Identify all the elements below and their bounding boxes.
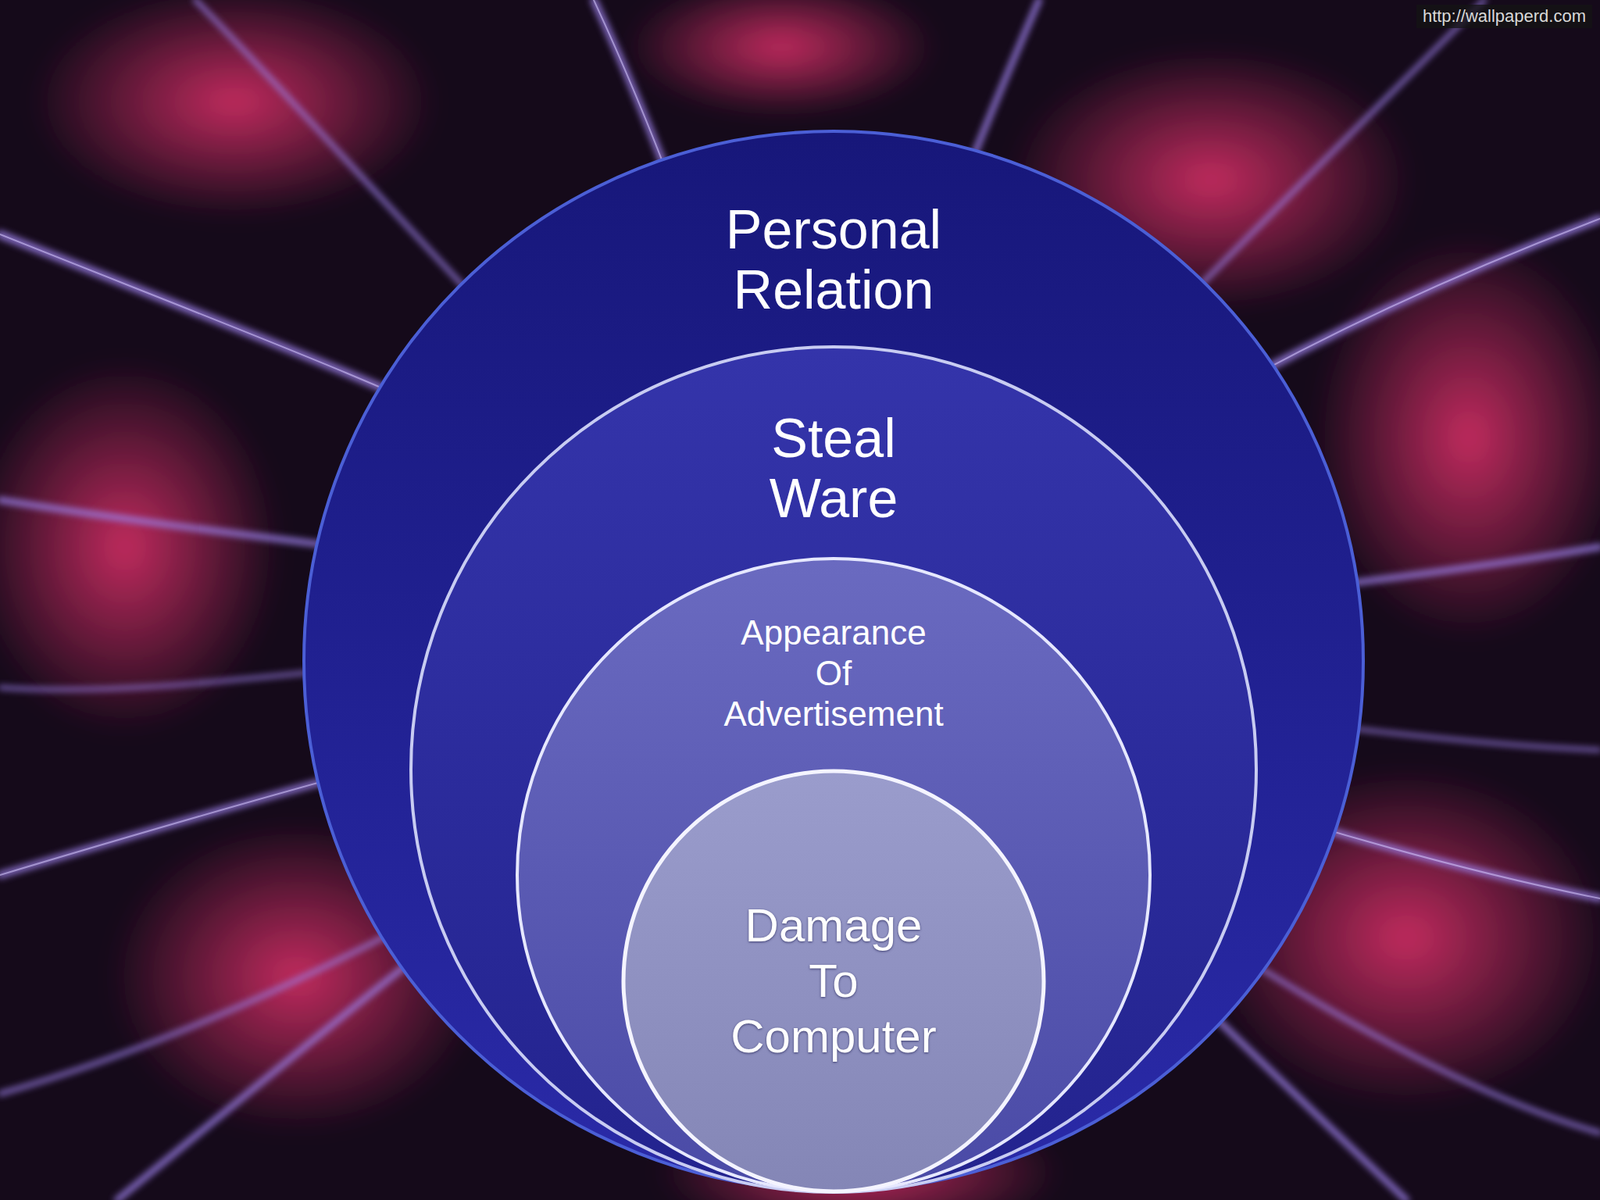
nested-circle: Steal WareAppearance Of AdvertisementDam… <box>407 343 1260 1196</box>
circle-label: Personal Relation <box>638 200 1029 321</box>
nested-circle: Damage To Computer <box>619 767 1048 1196</box>
watermark: http://wallpaperd.com <box>1422 6 1586 26</box>
circle-label: Steal Ware <box>716 408 951 529</box>
nested-circle: Appearance Of AdvertisementDamage To Com… <box>514 555 1154 1195</box>
watermark-box: http://wallpaperd.com <box>1416 4 1593 29</box>
circle-label: Damage To Computer <box>716 898 951 1065</box>
nested-circle: Personal RelationSteal WareAppearance Of… <box>300 128 1367 1194</box>
circle-label: Appearance Of Advertisement <box>720 612 947 735</box>
